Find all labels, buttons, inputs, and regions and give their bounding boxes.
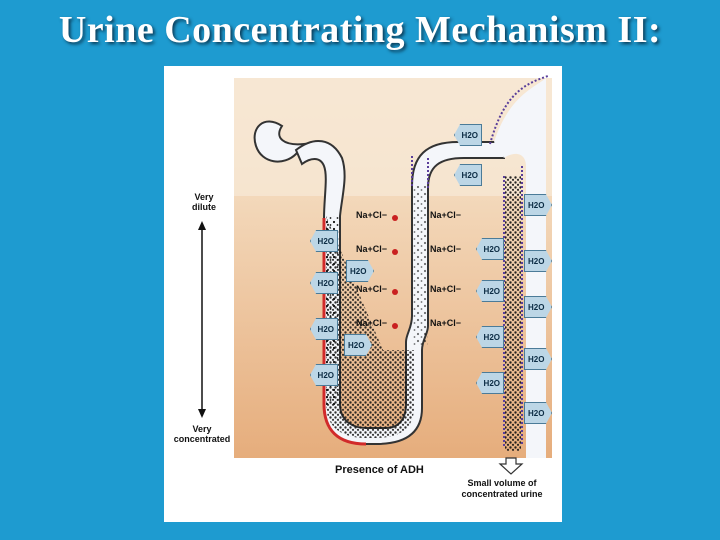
ion-label: Na+Cl− [430,244,461,254]
scale-label-top: Very dilute [184,192,224,212]
collecting-duct [505,176,521,451]
urine-output-arrow [500,458,522,474]
ion-label: Na+Cl− [356,244,387,254]
nephron-diagram: Very dilute Very concentrated Na+Cl− Na+… [164,66,562,522]
ion-label: Na+Cl− [430,210,461,220]
scale-label-bottom: Very concentrated [166,424,238,444]
ion-label: Na+Cl− [356,318,387,328]
ion-label: Na+Cl− [430,284,461,294]
ion-label: Na+Cl− [356,210,387,220]
urine-output-label: Small volume of concentrated urine [450,478,554,500]
adh-label: Presence of ADH [335,464,424,476]
ion-label: Na+Cl− [430,318,461,328]
ion-label: Na+Cl− [356,284,387,294]
page-title: Urine Concentrating Mechanism II: [0,8,720,52]
